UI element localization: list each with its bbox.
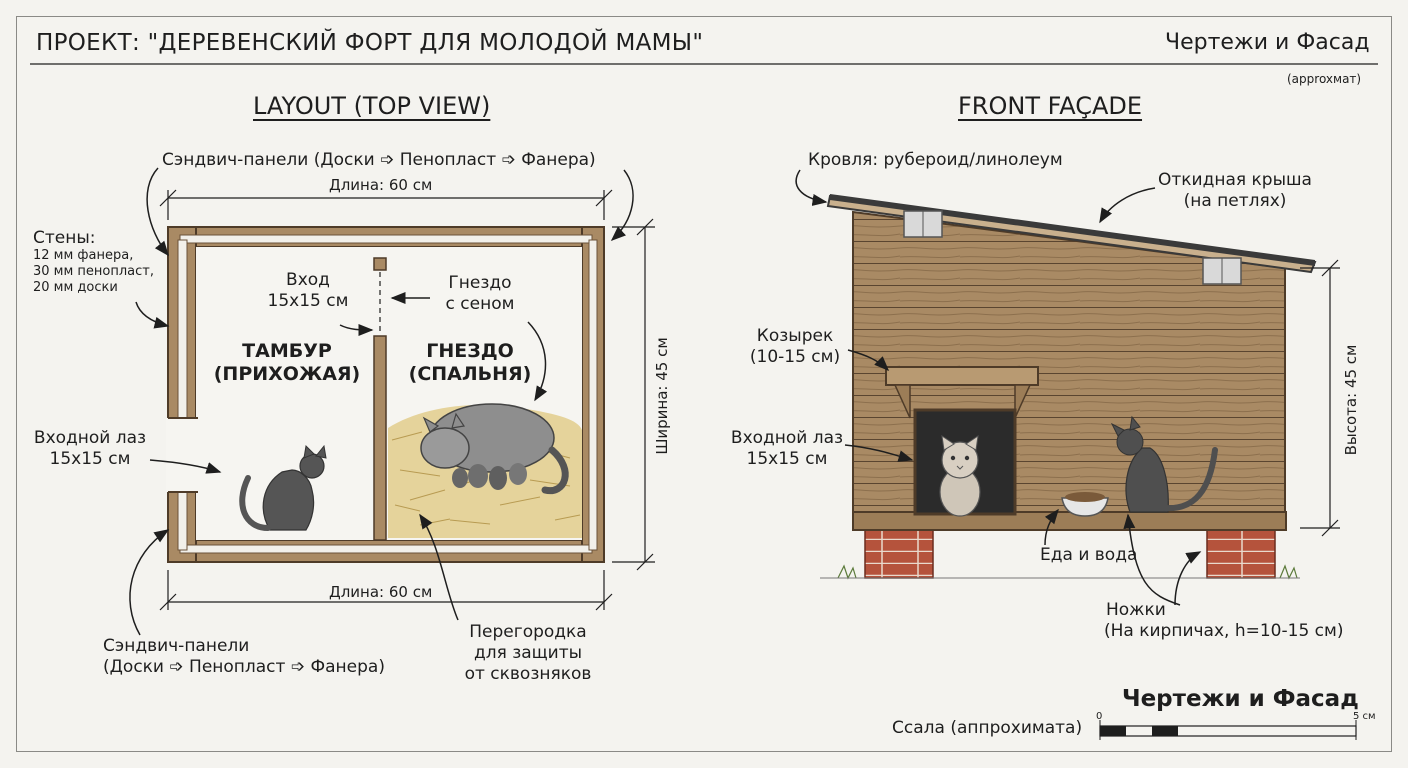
nest-line-2: (СПАЛЬНЯ): [408, 363, 532, 385]
top-panels-label: Сэндвич-панели (Доски ➩ Пенопласт ➩ Фане…: [162, 150, 596, 170]
legs-label: Ножки (На кирпичах, h=10-15 см): [1104, 600, 1343, 642]
hole-plan-line-2: 15х15 см: [49, 449, 131, 469]
facade-title: FRONT FAÇADE: [958, 92, 1143, 120]
project-title: ПРОЕКТ: "ДЕРЕВЕНСКИЙ ФОРТ ДЛЯ МОЛОДОЙ МА…: [36, 30, 704, 56]
bottom-panels-line-1: Сэндвич-панели: [103, 636, 250, 656]
front-facade: [820, 194, 1317, 580]
arrow-icon: [610, 169, 634, 242]
facade-arrows: [795, 169, 1202, 606]
brick-icon: [864, 527, 934, 579]
scale-bar: [1099, 720, 1357, 740]
hole-facade-line-1: Входной лаз: [730, 428, 844, 448]
hole-label-plan: Входной лаз 15х15 см: [28, 428, 152, 470]
hinged-roof-line-2: (на петлях): [1183, 191, 1287, 211]
partition-wall-lower: [373, 335, 387, 541]
vestibule-room-label: ТАМБУР (ПРИХОЖАЯ): [212, 340, 362, 386]
arrow-icon: [129, 529, 170, 636]
nest-line-1: ГНЕЗДО: [426, 340, 514, 362]
hinged-roof-label: Откидная крыша (на петлях): [1150, 170, 1320, 212]
mother-cat-plan: [420, 403, 569, 495]
hole-facade-line-2: 15х15 см: [746, 449, 828, 469]
walls-line-2: 30 мм пенопласт,: [33, 264, 154, 279]
entry-line-1: Вход: [286, 270, 330, 290]
width-label: Ширина: 45 см: [653, 337, 671, 455]
entry-line-2: 15х15 см: [267, 291, 349, 311]
partition-line-3: от сквозняков: [464, 664, 592, 684]
walls-note: Стены: 12 мм фанера, 30 мм пенопласт, 20…: [33, 228, 154, 296]
partition-label: Перегородка для защиты от сквозняков: [454, 622, 602, 685]
drawing-frame: [16, 16, 1392, 752]
arrow-icon: [149, 459, 222, 474]
kitten-icon: [939, 434, 981, 517]
bowl-icon: [1061, 492, 1109, 517]
nest-hay-line-2: с сеном: [445, 294, 515, 314]
arrow-icon: [527, 321, 548, 402]
scale-start: 0: [1096, 711, 1103, 722]
hole-label-facade: Входной лаз 15х15 см: [722, 428, 852, 470]
cat-icon: [239, 444, 327, 531]
visor-line-2: (10-15 см): [749, 347, 841, 367]
walls-title: Стены:: [33, 228, 96, 248]
facade-dimensions: [1300, 259, 1340, 537]
arrow-icon: [1044, 508, 1059, 546]
arrow-icon: [844, 444, 914, 462]
arrow-icon: [1099, 187, 1156, 224]
arrow-icon: [1174, 551, 1202, 606]
nest-room-label: ГНЕЗДО (СПАЛЬНЯ): [405, 340, 535, 386]
partition-wall-upper: [373, 257, 387, 271]
partition-line-2: для защиты: [473, 643, 583, 663]
partition-line-1: Перегородка: [469, 622, 587, 642]
brick-icon: [1206, 527, 1276, 579]
footer-title: Чертежи и Фасад: [1122, 686, 1359, 712]
arrow-icon: [135, 301, 170, 329]
nest-hay-label: Гнездо с сеном: [432, 273, 528, 315]
arrow-icon: [339, 323, 374, 336]
walls-line-3: 20 мм доски: [33, 280, 118, 295]
arrow-icon: [795, 169, 828, 206]
arrow-icon: [1123, 513, 1181, 606]
visor-line-1: Козырек: [756, 326, 834, 346]
length-top-label: Длина: 60 см: [329, 176, 433, 194]
facade-visor: [885, 366, 1039, 419]
visor-label: Козырек (10-15 см): [742, 326, 848, 368]
arrow-icon: [419, 513, 459, 621]
arrow-icon: [146, 167, 169, 257]
walls-line-1: 12 мм фанера,: [33, 248, 134, 263]
roof-material-label: Кровля: рубероид/линолеум: [808, 150, 1063, 170]
scale-end: 5 см: [1353, 711, 1376, 722]
hinge-icon: [903, 210, 943, 238]
top-view-arrows: [129, 167, 634, 636]
top-view-dimensions: [159, 189, 655, 611]
top-view-plan: [166, 226, 605, 563]
hinged-roof-line-1: Откидная крыша: [1158, 170, 1312, 190]
scale-label: Ссала (аппрохимата): [892, 718, 1083, 738]
bottom-panels-line-2: (Доски ➩ Пенопласт ➩ Фанера): [103, 657, 385, 677]
subtitle: Чертежи и Фасад: [1165, 30, 1370, 55]
hole-plan-line-1: Входной лаз: [33, 428, 147, 448]
height-label: Высота: 45 см: [1342, 344, 1360, 456]
layout-title: LAYOUT (TOP VIEW): [253, 92, 491, 120]
entry-label: Вход 15х15 см: [258, 270, 358, 312]
legs-line-1: Ножки: [1106, 600, 1166, 620]
legs-line-2: (На кирпичах, h=10-15 см): [1104, 621, 1344, 641]
approx-note: (approxмат): [1287, 72, 1362, 86]
bottom-panels-label: Сэндвич-панели (Доски ➩ Пенопласт ➩ Фане…: [103, 636, 385, 678]
arrow-icon: [847, 349, 890, 372]
entrance-hole-plan: [166, 418, 198, 492]
length-bottom-label: Длина: 60 см: [329, 583, 433, 601]
nest-hay-line-1: Гнездо: [448, 273, 512, 293]
hinge-icon: [1202, 257, 1242, 285]
vestibule-line-2: (ПРИХОЖАЯ): [213, 363, 361, 385]
vestibule-line-1: ТАМБУР: [242, 340, 332, 362]
food-label: Еда и вода: [1040, 545, 1138, 565]
cat-icon: [1110, 415, 1218, 513]
